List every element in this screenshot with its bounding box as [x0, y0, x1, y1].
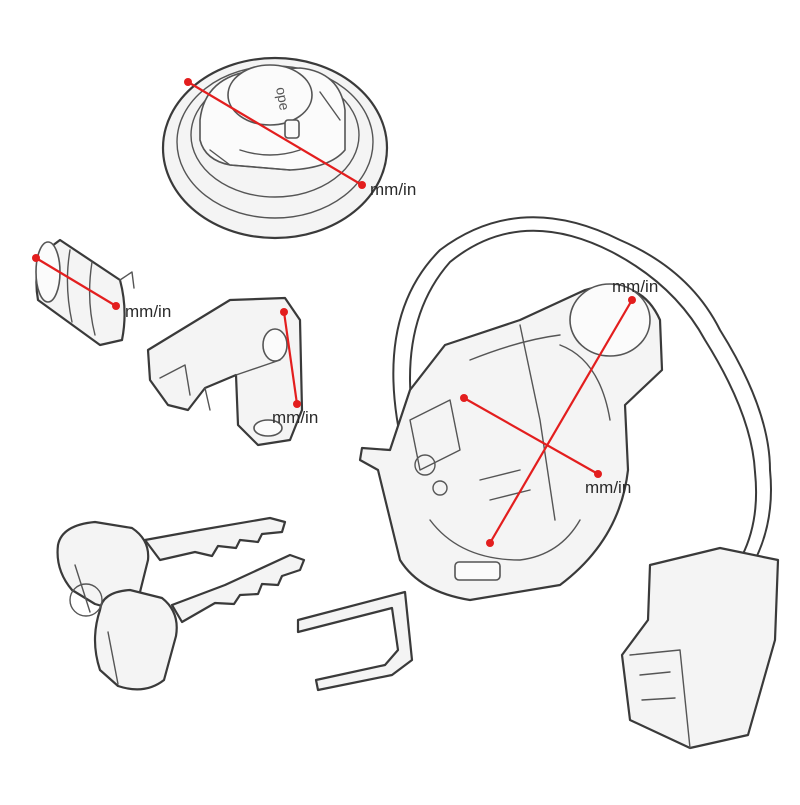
- fuel-tank-cap: ope: [161, 56, 389, 240]
- seat-lock-dimension-arrow: [280, 308, 301, 408]
- switch-height-dimension-label: mm/in: [612, 277, 659, 296]
- cap-dimension-label: mm/in: [370, 180, 417, 199]
- cylinder-dimension-label: mm/in: [125, 302, 172, 321]
- keys: [56, 516, 306, 691]
- cap-mark-text: ope: [273, 86, 293, 112]
- u-clip: [296, 590, 414, 692]
- switch-width-dimension-label: mm/in: [585, 478, 632, 497]
- switch-height-arrow: [486, 296, 636, 547]
- measurement-arrows: [32, 78, 636, 547]
- cylinder-dimension-arrow: [32, 254, 120, 310]
- ignition-switch: [358, 216, 780, 750]
- lock-cylinder: [35, 238, 135, 347]
- cap-dimension-arrow: [184, 78, 366, 189]
- seat-lock-dimension-label: mm/in: [272, 408, 319, 427]
- switch-width-arrow: [460, 394, 602, 478]
- seat-lock: [146, 296, 304, 447]
